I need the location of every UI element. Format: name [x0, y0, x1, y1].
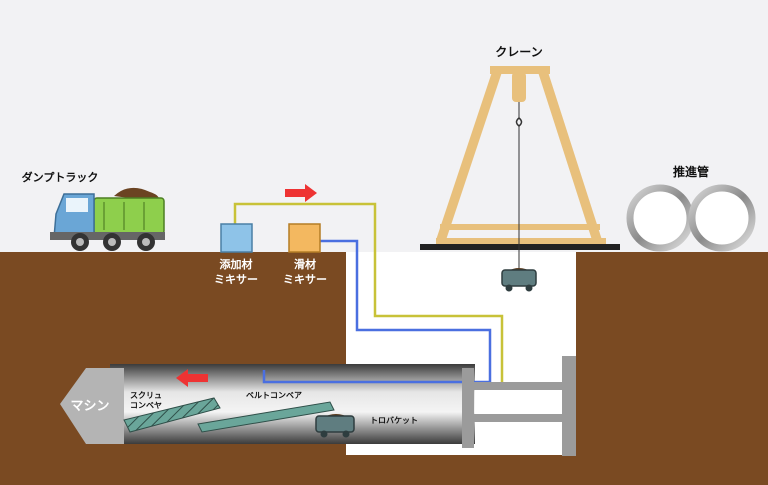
lubricant-mixer-label-2: ミキサー: [283, 273, 327, 286]
tunnel-boring-machine: [60, 368, 124, 444]
bucket-cart: [315, 414, 355, 438]
crane-hoist: [512, 72, 526, 102]
lubricant-supply-line: [262, 239, 492, 384]
gantry-crane: [436, 66, 606, 268]
screw-conveyor: [123, 397, 221, 433]
crane-label: クレーン: [495, 45, 542, 59]
lubricant-mixer: [288, 223, 321, 253]
jacking-pipes: [626, 184, 756, 252]
screw-conveyor-label-1: スクリュ: [130, 390, 162, 400]
dump-truck-label: ダンプトラック: [22, 170, 99, 184]
crane-base-rail: [420, 244, 620, 250]
dump-truck: [50, 187, 165, 251]
bucket-cart-label: トロバケット: [370, 416, 418, 425]
flow-arrow-right-icon: [285, 184, 317, 202]
machine-label: マシン: [70, 399, 109, 414]
tunnel: [110, 364, 475, 444]
belt-conveyor-label: ベルトコンベア: [246, 391, 302, 400]
hanging-bucket: [501, 268, 537, 292]
additive-mixer-label-1: 添加材: [220, 257, 253, 271]
flow-arrow-left-icon: [176, 369, 208, 387]
belt-conveyor: [197, 401, 335, 433]
additive-mixer-label-2: ミキサー: [214, 273, 258, 286]
jacking-frame: [462, 356, 576, 456]
pipes-label: 推進管: [673, 164, 709, 179]
lubricant-mixer-label-1: 滑材: [294, 257, 316, 271]
screw-conveyor-label-2: コンベヤ: [130, 401, 162, 410]
additive-mixer: [220, 223, 253, 253]
